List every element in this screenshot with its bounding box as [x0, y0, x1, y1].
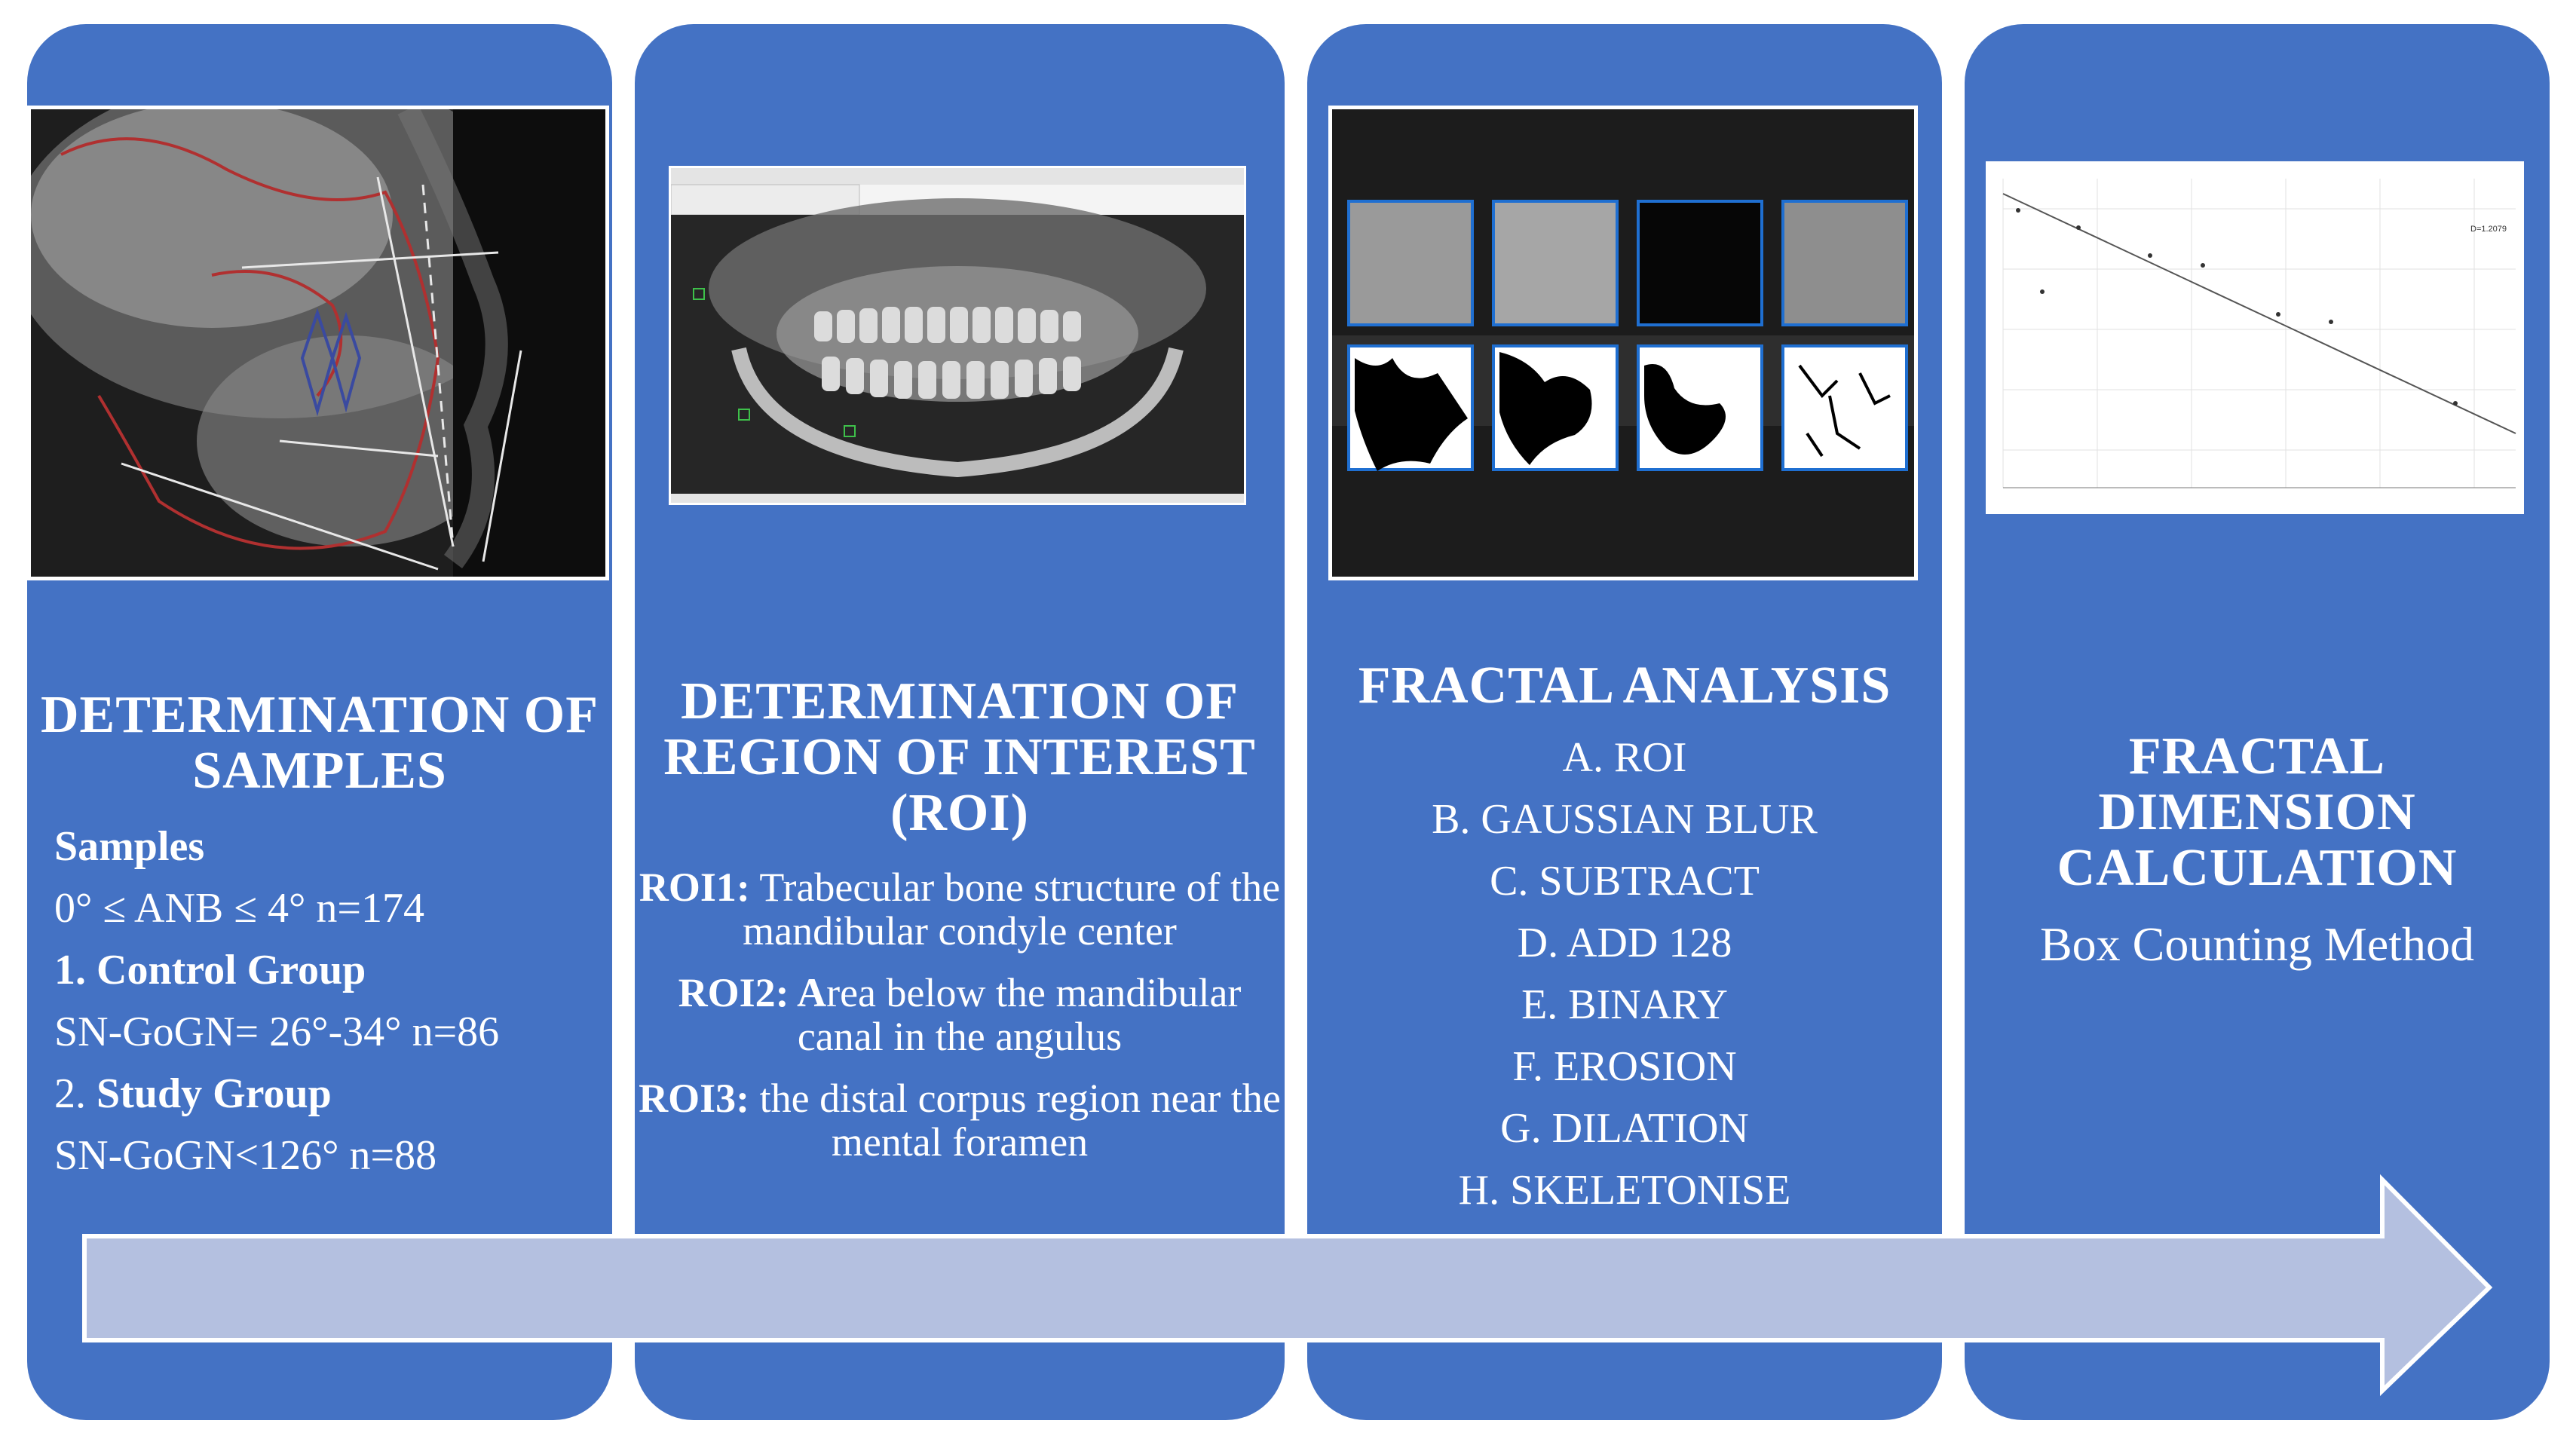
roi2-description: ROI2: Area below the mandibular canal in…	[678, 970, 1242, 1059]
panel-title: FRACTAL DIMENSION CALCULATION	[2057, 727, 2458, 897]
panel-region-of-interest: DETERMINATION OF REGION OF INTEREST (ROI…	[635, 24, 1285, 1420]
roi1-description: ROI1: Trabecular bone structure of the m…	[639, 865, 1281, 954]
panel-fractal-analysis: FRACTAL ANALYSIS A. ROI B. GAUSSIAN BLUR…	[1307, 24, 1942, 1420]
panoramic-xray-screenshot	[669, 166, 1246, 505]
cephalometric-xray-image	[27, 106, 609, 580]
step-item: C. SUBTRACT	[1490, 858, 1760, 905]
step-item: H. SKELETONISE	[1458, 1167, 1791, 1214]
fractal-processing-steps-image	[1328, 106, 1918, 580]
method-label: Box Counting Method	[2039, 917, 2475, 971]
panel-title: DETERMINATION OF REGION OF INTEREST (ROI…	[663, 672, 1256, 842]
step-item: F. EROSION	[1512, 1043, 1737, 1090]
step-item: E. BINARY	[1521, 981, 1728, 1028]
panel-title: FRACTAL ANALYSIS	[1358, 657, 1891, 715]
roi3-description: ROI3: the distal corpus region near the …	[639, 1076, 1281, 1165]
study-group-label: 2. Study Group	[54, 1070, 332, 1117]
anb-criteria: 0° ≤ ANB ≤ 4° n=174	[54, 885, 424, 932]
control-group-criteria: SN-GoGN= 26°-34° n=86	[54, 1009, 500, 1055]
fractal-dimension-value: D=1.2079	[2470, 225, 2507, 234]
control-group-label: 1. Control Group	[54, 947, 366, 993]
analysis-steps-list: A. ROI B. GAUSSIAN BLUR C. SUBTRACT D. A…	[1307, 727, 1942, 1221]
step-item: G. DILATION	[1500, 1105, 1749, 1152]
step-item: D. ADD 128	[1517, 920, 1732, 966]
panel-title: DETERMINATION OF SAMPLES	[40, 686, 599, 800]
box-counting-plot-image: D=1.2079	[1986, 161, 2524, 514]
step-item: A. ROI	[1562, 734, 1687, 781]
study-group-criteria: SN-GoGN<126° n=88	[54, 1132, 437, 1179]
step-item: B. GAUSSIAN BLUR	[1432, 796, 1818, 843]
samples-heading: Samples	[54, 823, 205, 870]
panel-determination-of-samples: DETERMINATION OF SAMPLES Samples 0° ≤ AN…	[27, 24, 612, 1420]
panel-fractal-dimension: D=1.2079 FRACTAL DIMENSION CALCULATION B…	[1965, 24, 2550, 1420]
samples-list: Samples 0° ≤ ANB ≤ 4° n=174 1. Control G…	[54, 816, 499, 1186]
roi-descriptions: ROI1: Trabecular bone structure of the m…	[635, 865, 1285, 1182]
